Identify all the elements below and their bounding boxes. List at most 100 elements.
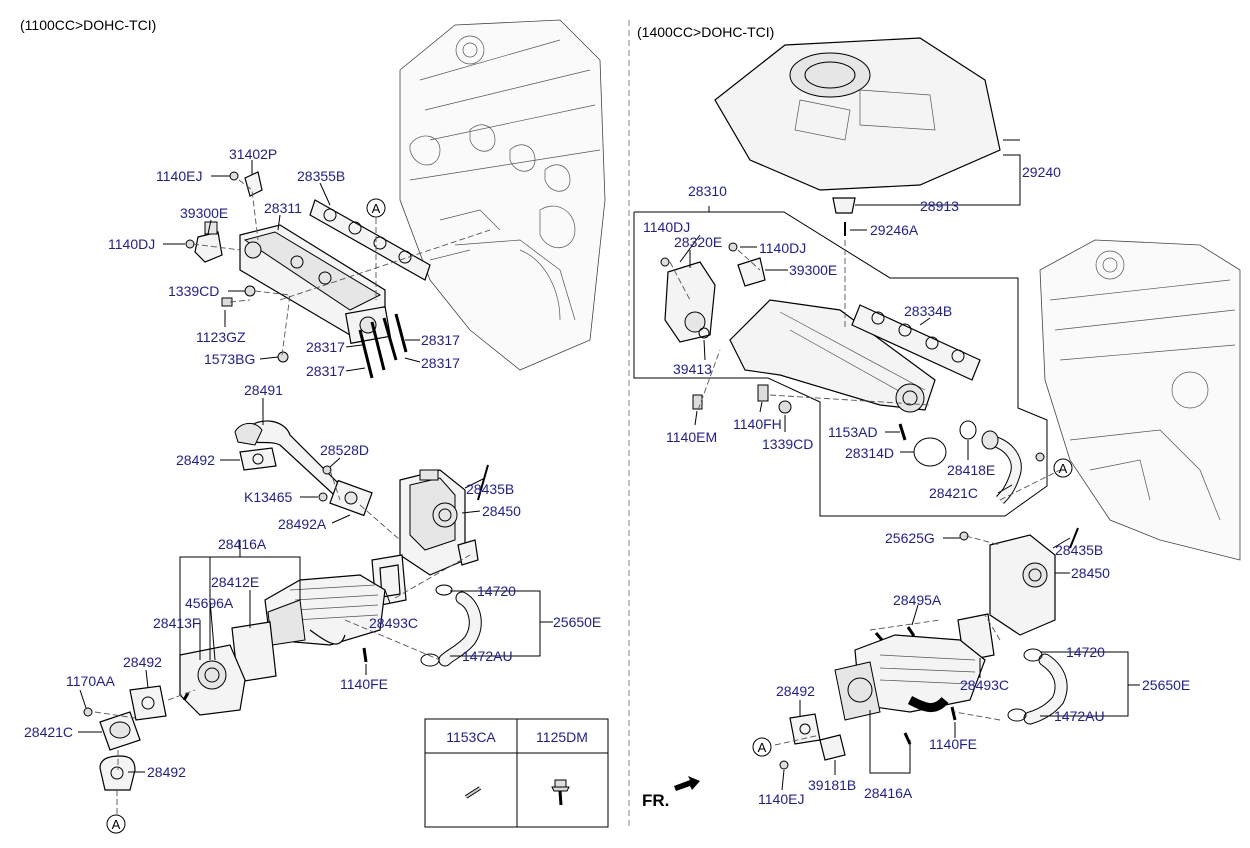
svg-text:A: A [758,740,767,755]
label-39181B: 39181B [808,777,856,793]
bolt-1140EJ-right [779,760,789,770]
bolt-28435B-right [1069,527,1079,549]
hose-14720-left [438,591,482,667]
label-1153AD: 1153AD [828,424,878,440]
right-section-title: (1400CC>DOHC-TCI) [637,24,774,40]
callout-a-4 [752,737,772,757]
bolt-1140FE-left [362,647,368,663]
label-1140DJ: 1140DJ [108,236,155,252]
egr-valve-28450 [399,469,479,576]
label-28492A: 28492A [278,516,327,532]
label-28492-a: 28492 [176,452,215,468]
bolt-28495A [906,626,916,637]
pipe-28421C-right [981,430,1022,504]
egr-pipe-28491 [234,420,373,517]
callout-a-2 [106,814,126,834]
left-engine-block [399,19,606,371]
bolt-1140FH [757,384,769,402]
bolt-25625G [959,531,969,541]
label-28317-c: 28317 [421,355,460,371]
exhaust-manifold-right [729,299,936,413]
studs-28317 [358,313,408,379]
clamp-14720-right [1023,648,1043,662]
bolt-1140EM [692,394,703,410]
label-28435B: 28435B [466,481,514,497]
label-39300E-right: 39300E [789,262,837,278]
label-28334B: 28334B [904,303,952,319]
label-28416A-right: 28416A [864,785,913,801]
left-part-labels: 31402P 1140EJ 28355B 39300E 28311 1140DJ… [24,146,601,780]
label-28310: 28310 [688,183,727,199]
label-1140FE-right: 1140FE [929,736,977,752]
label-28314D: 28314D [845,445,894,461]
clamp-14720-left [435,584,453,596]
svg-text:A: A [1059,461,1068,476]
bolt-K13465 [318,492,328,502]
label-28491: 28491 [244,382,283,398]
label-28421C-right: 28421C [929,485,978,501]
gasket-28334B [851,304,981,381]
bolt-1170AA-2 [182,692,190,701]
label-28320E: 28320E [674,234,722,250]
sensor-39300E-right [737,257,766,287]
label-45696A: 45696A [185,595,234,611]
label-28355B: 28355B [297,168,345,184]
egr-cooler-28416A [264,574,386,646]
label-28435B-right: 28435B [1055,542,1103,558]
label-39300E: 39300E [180,205,228,221]
flange-28421C [99,711,141,751]
label-1339CD-right: 1339CD [762,436,813,452]
left-section-title: (1100CC>DOHC-TCI) [20,17,156,33]
bolt-1140DJ-right-a [660,257,670,267]
label-1472AU: 1472AU [462,648,513,664]
label-1573BG: 1573BG [204,351,255,367]
label-1140EM: 1140EM [666,429,717,445]
grommet-28913 [832,197,856,214]
callout-a-markers: A A A A [106,198,1073,834]
label-28492-b: 28492 [123,654,162,670]
label-28413F: 28413F [153,615,200,631]
egr-bypass-valve-28413F [179,644,246,716]
label-1170AA: 1170AA [66,673,115,689]
label-1140FE: 1140FE [340,676,388,692]
right-engine-block [1039,239,1241,561]
label-29240: 29240 [1022,164,1061,180]
label-1472AU-right: 1472AU [1054,708,1105,724]
label-28416A: 28416A [218,536,267,552]
bracket-31402P [244,171,263,197]
label-28412E: 28412E [211,574,259,590]
plug-1573BG [277,351,289,363]
label-28317-a: 28317 [421,332,460,348]
label-25625G: 25625G [885,530,935,546]
bracket-39181B [819,734,846,761]
label-K13465: K13465 [244,489,292,505]
legend-col-1153CA: 1153CA [446,729,496,745]
sensor-39300E [194,221,223,263]
svg-text:A: A [112,817,121,832]
label-28317-b: 28317 [306,339,345,355]
label-1339CD: 1339CD [168,283,219,299]
label-28493C: 28493C [369,615,418,631]
label-14720-right: 14720 [1066,644,1105,660]
label-39413: 39413 [673,361,712,377]
label-14720: 14720 [477,583,516,599]
label-28493C-right: 28493C [960,677,1009,693]
label-1140DJ-b: 1140DJ [759,240,806,256]
gasket-28314D [913,437,947,467]
nut-1339CD-right [778,400,792,414]
assembly-guide-lines [94,179,1061,815]
label-28421C: 28421C [24,724,73,740]
leader-lines [78,139,1140,791]
label-29246A: 29246A [870,222,919,238]
front-orientation-indicator: FR. [642,776,700,810]
oring-39413 [698,327,710,339]
hose-14720-right [1023,653,1068,725]
label-28450-right: 28450 [1071,565,1110,581]
clamp-1472AU-right [1007,708,1027,722]
label-28450: 28450 [482,503,521,519]
label-28913: 28913 [920,198,959,214]
bolt-1140DJ [185,239,195,249]
pin-1153CA-icon [464,786,482,799]
bolt-1140DJ-right-b [728,242,738,252]
